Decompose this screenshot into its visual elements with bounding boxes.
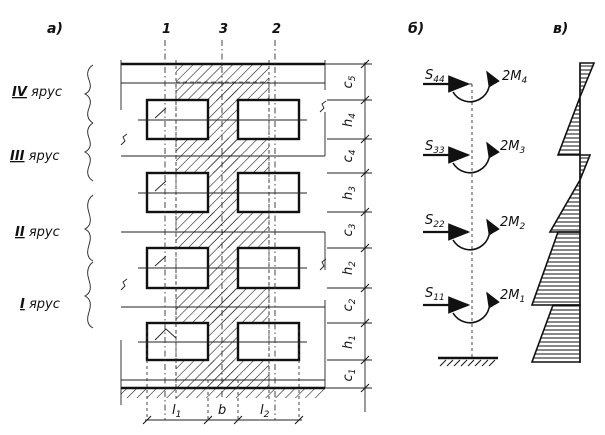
svg-text:IV ярус: IV ярус <box>12 85 62 100</box>
svg-text:III ярус: III ярус <box>10 149 60 164</box>
moment-segment-tier2 <box>530 231 581 306</box>
window-tier3-left <box>145 171 210 214</box>
dim-c5: c5 <box>341 75 358 88</box>
tier-labels: IV ярус III ярус II ярус I ярус <box>10 64 94 329</box>
tier-1-label: I ярус <box>20 297 60 312</box>
window-tier4-left <box>145 98 210 141</box>
window-tier1-left <box>145 321 210 362</box>
dim-c2: c2 <box>341 298 358 311</box>
moment-segment-tier1 <box>530 304 581 363</box>
dim-h2: h2 <box>341 261 358 275</box>
moment-label-2m1: 2M1 <box>500 288 525 305</box>
moment-arrow <box>452 141 500 174</box>
moment-segment-tier3-top <box>579 154 592 181</box>
axis-3-label: 3 <box>219 22 228 37</box>
tier-4-label: IV ярус <box>12 85 62 100</box>
dim-c4: c4 <box>341 149 358 162</box>
panel-b-load-scheme: б) S44 2M4 <box>408 21 528 367</box>
dim-c1: c1 <box>341 369 358 382</box>
tier-3-label: III ярус <box>10 149 60 164</box>
window-tier4-right <box>236 98 301 141</box>
force-label-s33: S33 <box>425 139 445 156</box>
window-openings <box>138 98 307 362</box>
dim-c3: c3 <box>341 223 358 236</box>
moment-arrow <box>452 218 500 251</box>
dim-l2: l2 <box>260 403 270 420</box>
panel-c-label: в) <box>553 21 568 37</box>
vertical-dimension-chain: c5 h4 c4 h3 c3 h2 c2 h1 c1 <box>325 59 372 412</box>
load-level-1: S11 2M1 <box>423 286 525 324</box>
dim-h3: h3 <box>341 186 358 200</box>
dim-h1: h1 <box>341 335 358 349</box>
force-label-s44: S44 <box>425 68 445 85</box>
load-level-3: S33 2M3 <box>423 139 526 174</box>
dim-l1: l1 <box>172 403 181 420</box>
moment-label-2m2: 2M2 <box>500 215 526 232</box>
load-level-4: S44 2M4 <box>423 68 528 103</box>
moment-arrow <box>452 291 500 324</box>
moment-arrow <box>452 70 500 103</box>
fixed-support <box>438 356 498 367</box>
force-label-s22: S22 <box>425 213 445 230</box>
axis-1-label: 1 <box>162 22 171 37</box>
panel-c-moment-diagram: в) <box>530 21 596 363</box>
horizontal-dimension-chain: l1 b l2 <box>142 403 304 425</box>
panel-a-label: а) <box>47 21 63 37</box>
dim-h4: h4 <box>341 113 358 127</box>
tier-2-label: II ярус <box>15 225 60 240</box>
load-level-2: S22 2M2 <box>423 213 526 251</box>
window-tier1-right <box>236 321 301 362</box>
moment-segment-tier3-bottom <box>548 177 581 233</box>
moment-label-2m4: 2M4 <box>502 69 528 86</box>
tier-breaks <box>120 60 327 388</box>
window-tier3-right <box>236 171 301 214</box>
moment-segment-tier4-top <box>579 62 596 98</box>
svg-text:II ярус: II ярус <box>15 225 60 240</box>
foundation-hatch <box>121 389 325 398</box>
moment-segment-tier4-bottom <box>556 96 581 156</box>
hatched-pier <box>175 64 270 389</box>
moment-label-2m3: 2M3 <box>500 139 526 156</box>
panel-b-label: б) <box>408 21 424 37</box>
force-label-s11: S11 <box>425 286 445 303</box>
axis-2-label: 2 <box>272 22 281 37</box>
svg-text:I ярус: I ярус <box>20 297 60 312</box>
dim-b: b <box>218 403 226 418</box>
panel-a-wall-elevation: а) 1 3 2 <box>10 21 372 425</box>
axis-lines <box>146 40 300 420</box>
